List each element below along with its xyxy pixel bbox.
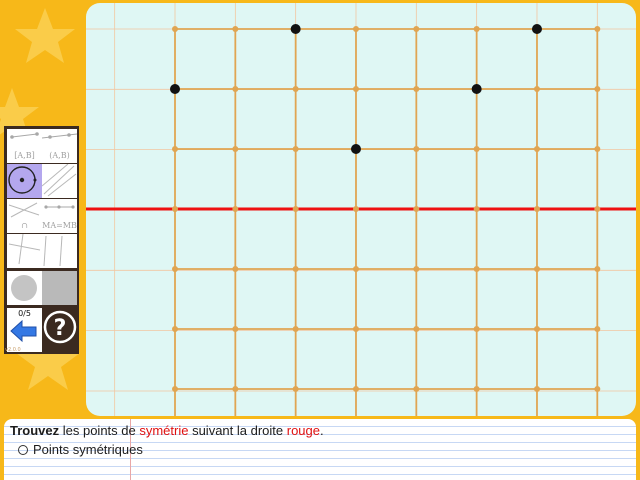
grid-node [413, 26, 420, 32]
grid-node [292, 206, 299, 212]
grid-node [292, 146, 299, 152]
grid-node [533, 146, 540, 152]
star-icon [15, 8, 75, 63]
grid-node [533, 206, 540, 212]
grid-node [172, 26, 178, 32]
grid-node [232, 326, 239, 332]
grid-node [413, 266, 420, 272]
notebook-margin [130, 419, 131, 480]
grid-node [594, 266, 601, 272]
grid-node [172, 206, 178, 212]
grid-node [533, 386, 540, 392]
grid-node [473, 146, 480, 152]
star-icon [16, 330, 80, 390]
circle-tool[interactable] [7, 164, 42, 198]
grid-node [172, 386, 178, 392]
black-point [350, 144, 361, 154]
point-color-tool[interactable] [7, 271, 42, 305]
intersection-tool-label: ∩ [21, 221, 28, 230]
grid-node [232, 26, 239, 32]
black-point [531, 24, 542, 34]
grid-node [232, 386, 239, 392]
grid-node [292, 326, 299, 332]
line-tool[interactable]: (A,B) [42, 129, 77, 163]
star-icon [0, 88, 39, 138]
help-button[interactable]: ? [42, 308, 77, 352]
grid-node [473, 326, 480, 332]
grid-node [292, 266, 299, 272]
midpoint-tool[interactable]: MA=MB [42, 199, 77, 233]
parallel-tool[interactable] [42, 234, 77, 268]
instruction-part2: suivant la droite [188, 423, 287, 438]
answer-option[interactable]: Points symétriques [18, 442, 143, 457]
grid-board[interactable] [86, 3, 636, 416]
instruction-text: Trouvez les points de symétrie suivant l… [10, 423, 324, 438]
instruction-verb: Trouvez [10, 423, 60, 438]
fill-tool[interactable] [42, 271, 77, 305]
back-button[interactable]: 0/5 [7, 308, 42, 352]
answer-option-label: Points symétriques [33, 442, 143, 457]
grid-node [352, 266, 359, 272]
grid-node [594, 26, 601, 32]
version-label: v2.0.0 [5, 347, 21, 353]
grid-node [533, 86, 540, 92]
instruction-color-word: rouge [286, 423, 320, 438]
grid-node [533, 326, 540, 332]
black-point [471, 84, 482, 94]
grid-node [232, 86, 239, 92]
grid-node [172, 266, 178, 272]
grid-node [533, 266, 540, 272]
instruction-panel: Trouvez les points de symétrie suivant l… [4, 419, 636, 480]
grid-node [352, 206, 359, 212]
instruction-part1: les points de [59, 423, 140, 438]
grid-node [352, 26, 359, 32]
grid-node [473, 266, 480, 272]
drawing-canvas[interactable] [86, 3, 636, 416]
grid-node [594, 146, 601, 152]
segment-tool[interactable]: [A,B] [7, 129, 42, 163]
grid-node [413, 206, 420, 212]
grid-node [594, 386, 601, 392]
black-point [170, 84, 180, 94]
tool-palette: [A,B] (A,B) ∩ MA=MB 0/5 ? v2.0.0 [4, 126, 79, 354]
grid-node [594, 86, 601, 92]
grid-node [413, 146, 420, 152]
segment-tool-label: [A,B] [14, 151, 35, 160]
grid-node [292, 86, 299, 92]
grid-node [172, 146, 178, 152]
grid-node [292, 386, 299, 392]
grid-node [232, 146, 239, 152]
midpoint-tool-label: MA=MB [42, 221, 77, 230]
grid-node [352, 386, 359, 392]
grid-node [352, 86, 359, 92]
intersection-tool[interactable]: ∩ [7, 199, 42, 233]
grid-node [352, 326, 359, 332]
grid-node [232, 206, 239, 212]
grid-node [413, 386, 420, 392]
grid-node [594, 206, 601, 212]
question-mark-icon: ? [54, 316, 67, 341]
perpendicular-tool[interactable] [7, 234, 42, 268]
grid-node [473, 26, 480, 32]
grid-node [473, 206, 480, 212]
grid-node [413, 326, 420, 332]
line-tool-label: (A,B) [49, 151, 70, 160]
radio-button[interactable] [18, 445, 28, 455]
gray-dot-icon [11, 275, 37, 301]
black-point [290, 24, 301, 34]
grid-node [172, 326, 178, 332]
instruction-period: . [320, 423, 324, 438]
lines-tool[interactable] [42, 164, 77, 198]
grid-node [413, 86, 420, 92]
grid-node [232, 266, 239, 272]
instruction-symmetry-word: symétrie [139, 423, 189, 438]
progress-counter: 0/5 [18, 309, 31, 318]
arrow-left-icon [10, 319, 37, 343]
grid-node [594, 326, 601, 332]
grid-node [473, 386, 480, 392]
